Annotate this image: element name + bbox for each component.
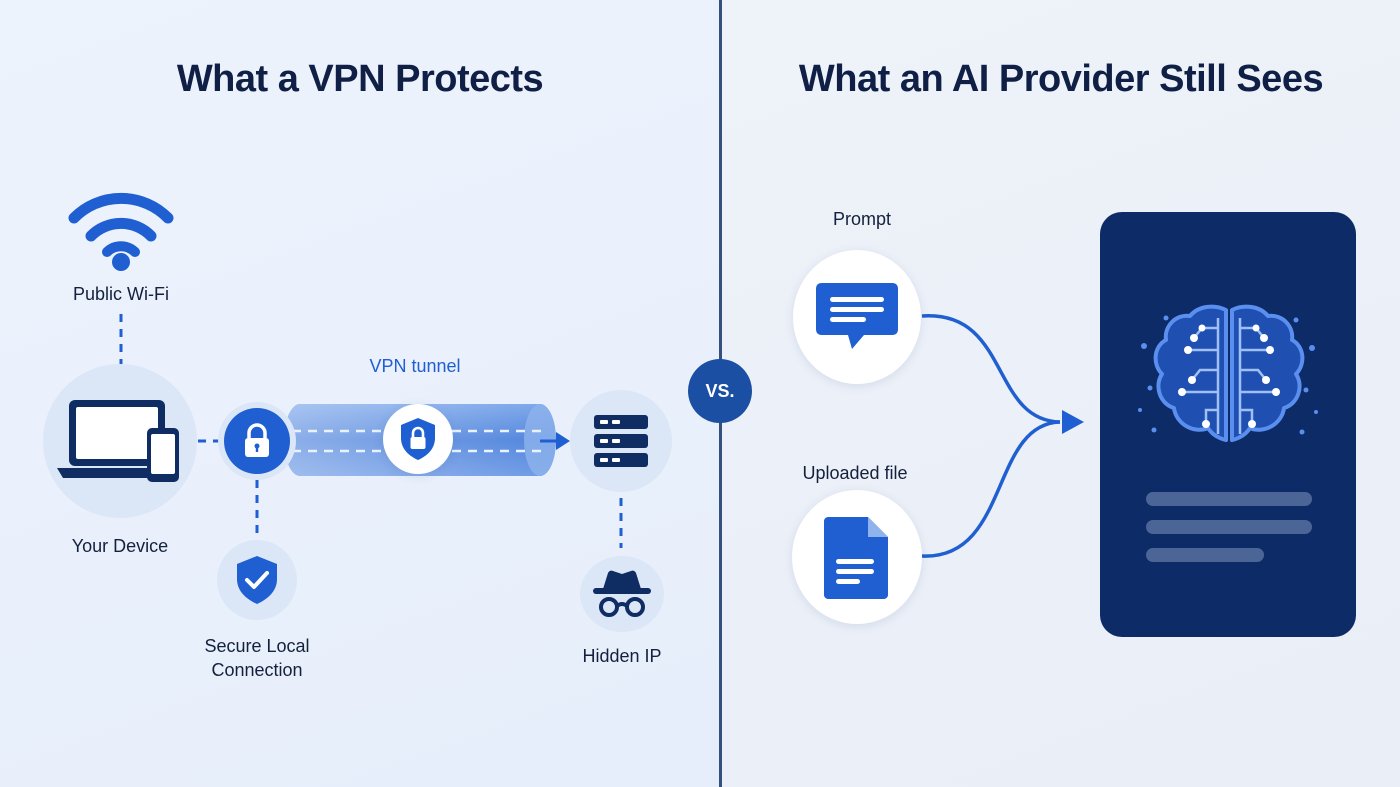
- uploaded-file-node: [792, 490, 922, 624]
- secure-connection-label-line2: Connection: [211, 660, 303, 680]
- hidden-ip-node: [580, 556, 664, 632]
- secure-connection-label-line1: Secure Local: [204, 636, 310, 656]
- tunnel-shield-node: [383, 404, 453, 474]
- ai-output-line-1: [1146, 492, 1312, 506]
- ai-provider-card: [1100, 212, 1356, 637]
- secure-connection-node: [217, 540, 297, 620]
- document-icon: [824, 517, 888, 599]
- ai-output-line-3: [1146, 548, 1264, 562]
- vs-badge: VS.: [688, 359, 752, 423]
- incognito-icon: [593, 570, 651, 617]
- padlock-icon: [245, 423, 269, 457]
- ai-output-line-2: [1146, 520, 1312, 534]
- shield-lock-icon: [401, 418, 435, 460]
- chat-bubble-icon: [816, 283, 898, 349]
- uploaded-file-label: Uploaded file: [802, 463, 908, 483]
- device-label: Your Device: [71, 536, 169, 556]
- prompt-label: Prompt: [832, 209, 892, 229]
- smartphone-icon: [147, 428, 179, 482]
- wifi-icon: [66, 184, 176, 274]
- prompt-node: [793, 250, 921, 384]
- laptop-icon: [57, 400, 179, 482]
- server-icon: [594, 415, 648, 467]
- vpn-tunnel-label: VPN tunnel: [369, 356, 461, 376]
- device-node: [43, 364, 197, 518]
- lock-node: [224, 408, 290, 474]
- public-wifi-label: Public Wi-Fi: [72, 284, 169, 304]
- brain-circuit-icon: [1138, 304, 1318, 442]
- vpn-panel-title: What a VPN Protects: [176, 58, 544, 100]
- shield-check-icon: [237, 556, 277, 604]
- hidden-ip-label: Hidden IP: [582, 646, 662, 666]
- vpn-server-node: [570, 390, 672, 492]
- ai-panel-title: What an AI Provider Still Sees: [798, 58, 1324, 100]
